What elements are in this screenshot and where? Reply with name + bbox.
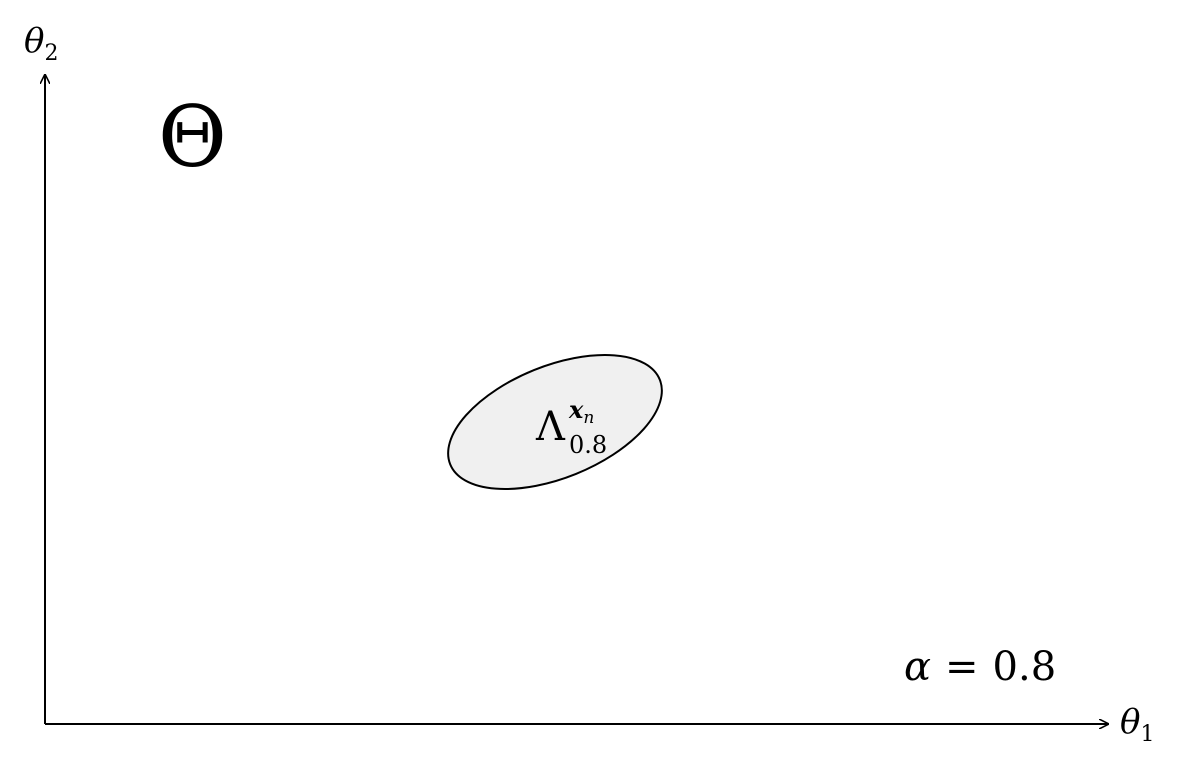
y-axis-label: θ2	[24, 21, 58, 66]
alpha-annotation: α=0.8	[904, 644, 1056, 690]
x-axis-label: θ1	[1120, 702, 1154, 747]
region-label-superscript: xn	[568, 395, 594, 428]
parameter-space-label: Θ	[158, 88, 227, 186]
region-label-subscript: 0.8	[569, 431, 607, 459]
region-label: Λ	[535, 404, 566, 450]
confidence-region	[447, 354, 663, 490]
